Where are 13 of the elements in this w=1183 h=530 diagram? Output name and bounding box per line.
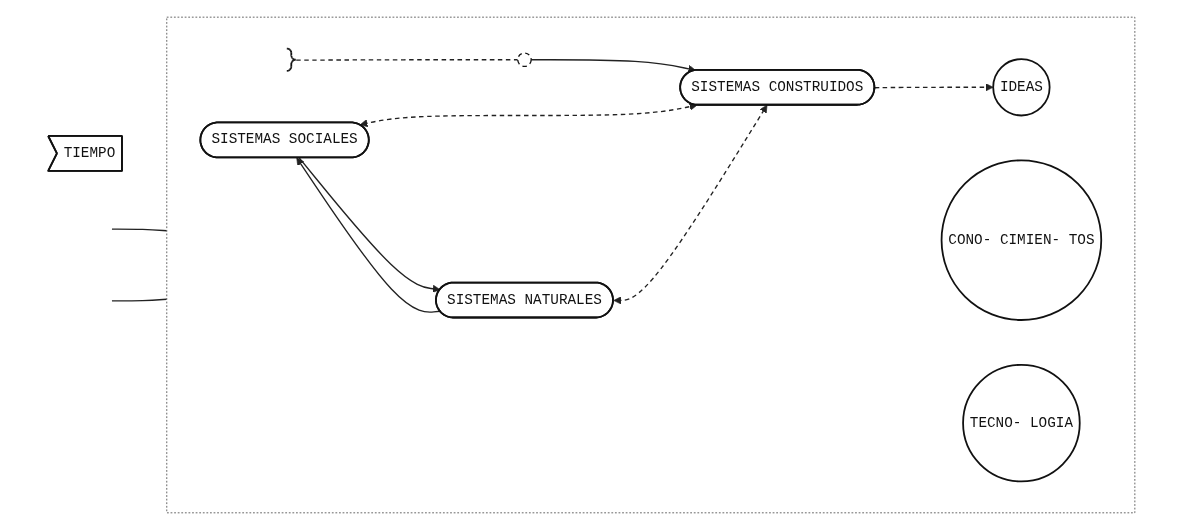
arrow xyxy=(359,102,698,128)
node-circle: TECNO- LOGIA xyxy=(962,363,1081,483)
cluster xyxy=(166,16,1136,514)
connector xyxy=(295,59,519,61)
node-circle: CONO- CIMIEN- TOS xyxy=(940,159,1103,321)
connector xyxy=(111,298,168,302)
arrow xyxy=(613,104,768,305)
arrow xyxy=(530,59,696,73)
node-circle xyxy=(517,52,532,68)
node-circle: IDEAS xyxy=(992,58,1051,117)
node-bracket xyxy=(285,47,297,72)
arrow xyxy=(874,83,994,92)
connector xyxy=(111,228,168,232)
